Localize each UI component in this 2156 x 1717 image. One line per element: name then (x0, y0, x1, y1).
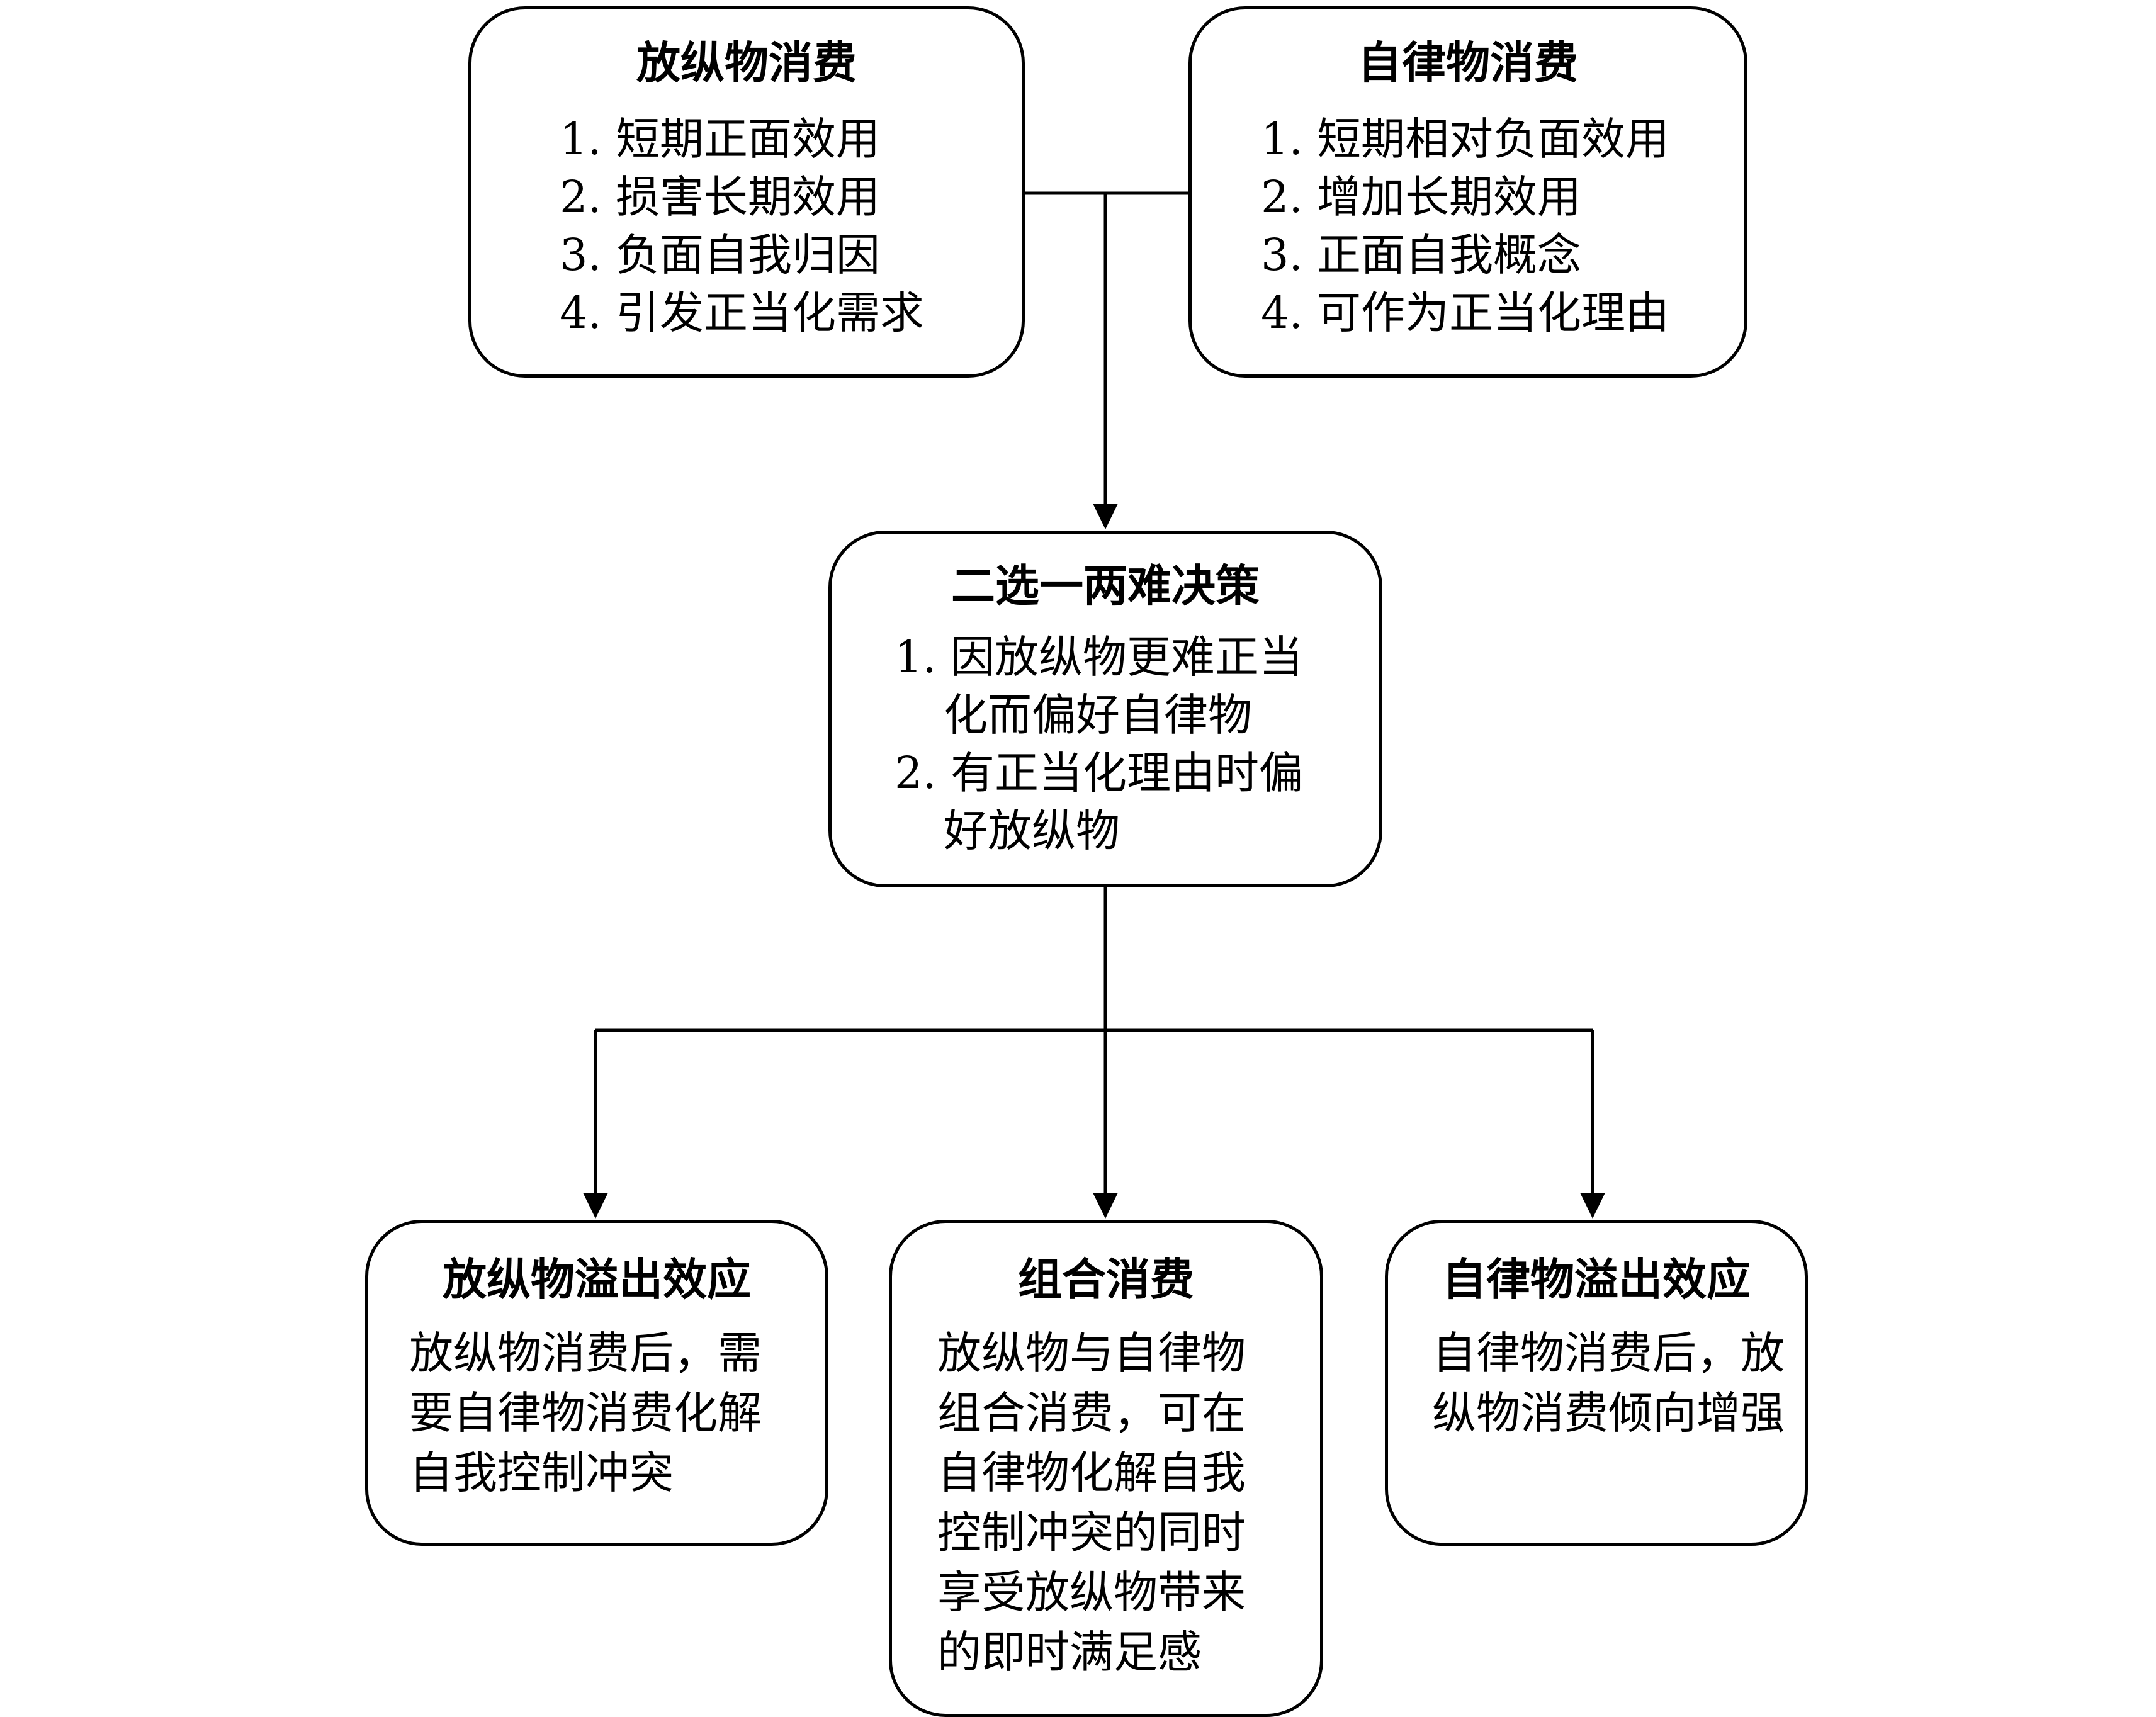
arrow-to-bottom-left (583, 1193, 608, 1219)
box-title: 放纵物消费 (636, 37, 857, 89)
arrow-to-bottom-right (1580, 1193, 1605, 1219)
list-item: 4. 可作为正当化理由 (1261, 287, 1670, 339)
indulgence-spillover-box: 放纵物溢出效应 放纵物消费后，需要自律物消费化解自我控制冲突 (365, 1220, 828, 1546)
dilemma-decision-box: 二选一两难决策 1. 因放纵物更难正当化而偏好自律物 2. 有正当化理由时偏好放… (828, 531, 1382, 887)
combined-consumption-box: 组合消费 放纵物与自律物组合消费，可在自律物化解自我控制冲突的同时享受放纵物带来… (889, 1220, 1323, 1717)
box-title: 自律物溢出效应 (1442, 1253, 1751, 1305)
list-item: 4. 引发正当化需求 (560, 287, 925, 339)
self-discipline-consumption-box: 自律物消费 1. 短期相对负面效用 2. 增加长期效用 3. 正面自我概念 4.… (1188, 6, 1747, 378)
list-item: 1. 短期正面效用 (560, 113, 881, 165)
list-item: 2. 有正当化理由时偏好放纵物 (895, 747, 1304, 857)
list-item: 3. 负面自我归因 (560, 229, 881, 281)
arrow-to-middle (1093, 504, 1118, 529)
box-title: 放纵物溢出效应 (443, 1253, 751, 1305)
list-item: 2. 增加长期效用 (1261, 171, 1582, 223)
box-title: 组合消费 (1018, 1253, 1194, 1305)
list-item: 2. 损害长期效用 (560, 171, 881, 223)
list-item: 1. 短期相对负面效用 (1261, 113, 1670, 165)
box-title: 二选一两难决策 (951, 560, 1260, 612)
item-list: 1. 因放纵物更难正当化而偏好自律物 2. 有正当化理由时偏好放纵物 (895, 628, 1341, 860)
box-title: 自律物消费 (1358, 37, 1578, 89)
self-discipline-spillover-box: 自律物溢出效应 自律物消费后，放纵物消费倾向增强 (1385, 1220, 1808, 1546)
item-list: 1. 短期相对负面效用 2. 增加长期效用 3. 正面自我概念 4. 可作为正当… (1261, 110, 1669, 342)
item-list: 1. 短期正面效用 2. 损害长期效用 3. 负面自我归因 4. 引发正当化需求 (560, 110, 924, 342)
arrow-to-bottom-middle (1093, 1193, 1118, 1219)
box-description: 放纵物与自律物组合消费，可在自律物化解自我控制冲突的同时享受放纵物带来的即时满足… (937, 1327, 1246, 1678)
list-item: 3. 正面自我概念 (1261, 229, 1582, 281)
list-item: 1. 因放纵物更难正当化而偏好自律物 (895, 631, 1304, 741)
box-description: 放纵物消费后，需要自律物消费化解自我控制冲突 (409, 1327, 762, 1499)
indulgence-consumption-box: 放纵物消费 1. 短期正面效用 2. 损害长期效用 3. 负面自我归因 4. 引… (468, 6, 1025, 378)
box-description: 自律物消费后，放纵物消费倾向增强 (1432, 1327, 1785, 1439)
